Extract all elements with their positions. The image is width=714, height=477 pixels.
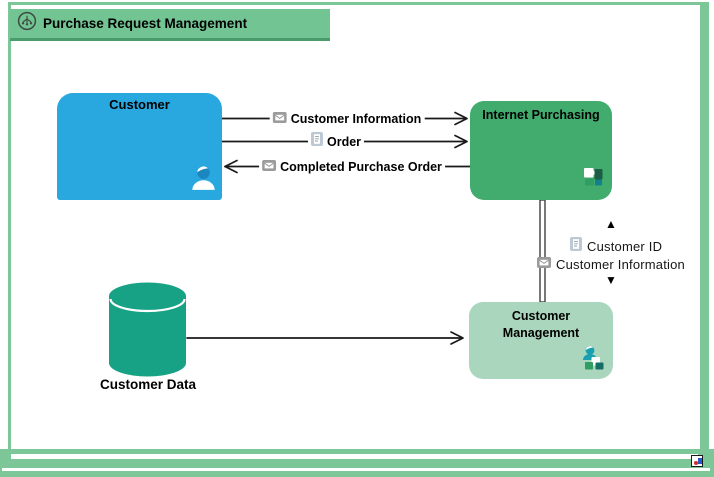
- node-customer[interactable]: Customer: [57, 93, 222, 200]
- person-puzzle-icon: [581, 344, 608, 376]
- document-icon: [570, 237, 582, 256]
- arrow-up-icon: ▲: [605, 217, 617, 231]
- database-cylinder-icon: [109, 282, 186, 377]
- edge-label-exchange-customer-information[interactable]: Customer Information: [537, 255, 685, 273]
- arrowhead-right-icon: [450, 331, 464, 345]
- horizontal-scrollbar[interactable]: [11, 454, 698, 459]
- person-icon: [190, 163, 217, 196]
- app-logo-icon: [691, 455, 703, 467]
- edge-label-order[interactable]: Order: [307, 132, 365, 151]
- puzzle-icon: [581, 164, 605, 193]
- logo-red-dot: [694, 461, 698, 465]
- arrowhead-right-icon: [454, 111, 468, 126]
- edge-label-customer-id[interactable]: Customer ID: [570, 237, 662, 256]
- canvas-frame-top: [8, 2, 709, 5]
- node-label: Customer Management: [502, 309, 580, 340]
- node-customer-data[interactable]: [108, 282, 187, 378]
- envelope-icon: [272, 110, 287, 128]
- model-title-bar[interactable]: Purchase Request Management: [10, 9, 330, 41]
- node-label: Internet Purchasing: [482, 108, 600, 122]
- vertical-scrollbar[interactable]: [700, 2, 709, 477]
- document-icon: [310, 132, 323, 151]
- envelope-icon: [537, 255, 551, 273]
- arrowhead-left-icon: [224, 159, 238, 174]
- envelope-icon: [262, 158, 277, 176]
- node-label: Customer: [109, 97, 170, 112]
- edge-label-customer-information[interactable]: Customer Information: [269, 110, 425, 128]
- node-customer-management[interactable]: Customer Management: [469, 302, 613, 379]
- node-internet-purchasing[interactable]: Internet Purchasing: [470, 101, 612, 200]
- model-title: Purchase Request Management: [43, 16, 248, 31]
- canvas-frame-bottom: [0, 449, 714, 477]
- model-type-icon: [17, 11, 37, 36]
- horizontal-scrollbar-track[interactable]: [2, 468, 710, 471]
- canvas-frame-left: [8, 2, 11, 449]
- logo-blue-dot: [698, 458, 702, 464]
- connection-exchange-double-line[interactable]: [539, 199, 546, 303]
- edge-label-completed-purchase-order[interactable]: Completed Purchase Order: [259, 158, 445, 176]
- node-label: Customer Data: [99, 377, 197, 392]
- arrow-down-icon: ▼: [605, 273, 617, 287]
- arrowhead-right-icon: [454, 134, 468, 149]
